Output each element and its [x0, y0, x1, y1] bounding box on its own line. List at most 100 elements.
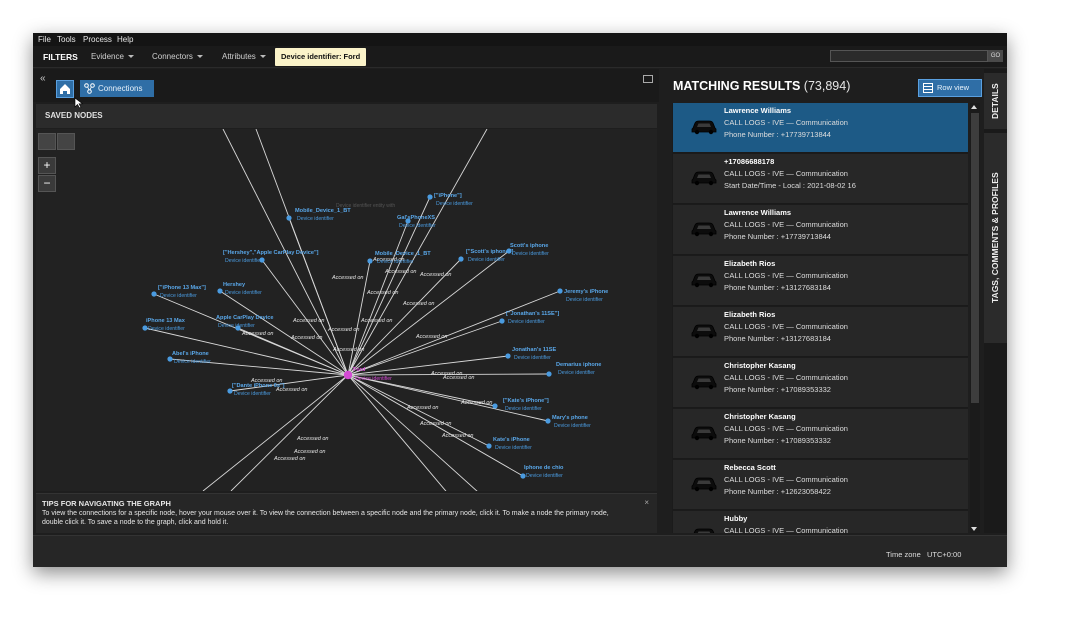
edge-label: Accessed on [275, 387, 308, 393]
collapse-left-icon[interactable]: « [40, 73, 46, 84]
graph-node [492, 403, 498, 409]
edge-label: Accessed on [293, 449, 326, 455]
expand-icon[interactable] [643, 75, 653, 83]
menu-help[interactable]: Help [117, 35, 134, 44]
node-sublabel: Device identifier [508, 319, 545, 325]
graph-edge [230, 374, 349, 491]
car-icon [691, 222, 717, 237]
scroll-thumb[interactable] [971, 113, 979, 403]
car-icon [691, 273, 717, 288]
graph-node [545, 418, 551, 424]
menu-process[interactable]: Process [83, 35, 112, 44]
evidence-dropdown[interactable]: Evidence [91, 52, 134, 61]
result-detail: Phone Number : +13127683184 [724, 334, 831, 343]
node-sublabel: Device identifier [218, 323, 255, 329]
connectors-dropdown-label: Connectors [152, 52, 193, 61]
results-count: (73,894) [803, 79, 851, 93]
car-icon [691, 477, 717, 492]
menu-tools[interactable]: Tools [57, 35, 76, 44]
menu-file[interactable]: File [38, 35, 51, 44]
node-sublabel: Device identifier [297, 216, 334, 222]
attributes-dropdown-label: Attributes [222, 52, 256, 61]
edge-label: Accessed on [406, 405, 439, 411]
scroll-down-icon[interactable] [971, 527, 977, 531]
filter-bar: FILTERS Evidence Connectors Attributes D… [33, 46, 1007, 68]
graph-edge [347, 196, 431, 376]
edge-label: Accessed on [419, 421, 452, 427]
node-label: ["Scott's iphone"] [466, 249, 513, 255]
row-view-dropdown[interactable]: Row view [918, 79, 982, 106]
node-label: Hershey [223, 282, 246, 288]
node-sublabel: Device identifier [505, 406, 542, 412]
go-button[interactable]: GO [988, 50, 1003, 62]
scroll-up-icon[interactable] [971, 105, 977, 109]
timezone-value: UTC+0:00 [927, 550, 962, 559]
graph-node [506, 248, 512, 254]
mouse-cursor-icon [74, 97, 84, 109]
graph-edge [347, 374, 490, 447]
graph-node [217, 288, 223, 294]
close-icon[interactable]: × [644, 498, 649, 507]
graph-node [235, 325, 241, 331]
node-sublabel: Device identifier [512, 251, 549, 257]
chevron-down-icon [259, 55, 266, 59]
menu-bar: File Tools Process Help [33, 33, 1007, 46]
graph-edge [347, 374, 447, 491]
node-label: Scott's iphone [510, 243, 548, 249]
node-sublabel: Device identifier [436, 201, 473, 207]
car-icon [693, 528, 715, 533]
network-graph[interactable]: Accessed on Accessed on Accessed on Accesse… [36, 129, 657, 491]
graph-node [427, 194, 433, 200]
home-button[interactable] [56, 80, 74, 98]
connectors-dropdown[interactable]: Connectors [152, 52, 203, 61]
node-label: Kate's iPhone [493, 437, 530, 443]
result-name: Christopher Kasang [724, 361, 796, 370]
node-label: Gal'sPhoneXS [397, 215, 435, 221]
zoom-out-button[interactable]: − [38, 175, 56, 192]
active-filter-chip[interactable]: Device identifier: Ford [275, 48, 367, 66]
search-input[interactable] [830, 50, 988, 62]
tab-tags-comments-profiles[interactable]: TAGS, COMMENTS & PROFILES [984, 133, 1007, 343]
graph-edge [202, 374, 349, 491]
car-icon [691, 426, 717, 441]
result-name: +17086688178 [724, 157, 775, 166]
node-label: ["iPhone 13 Max"] [158, 285, 206, 291]
attributes-dropdown[interactable]: Attributes [222, 52, 266, 61]
graph-edge [347, 220, 409, 376]
edge-label: Accessed on [442, 375, 475, 381]
tips-title: TIPS FOR NAVIGATING THE GRAPH [42, 499, 171, 508]
result-detail: Phone Number : +17739713844 [724, 232, 831, 241]
node-sublabel: Device identifier [554, 423, 591, 429]
graph-node [151, 291, 157, 297]
result-detail: Phone Number : +17089353332 [724, 436, 831, 445]
tab-details[interactable]: DETAILS [984, 73, 1007, 129]
edge-label: Accessed on [241, 331, 274, 337]
layout-button[interactable] [57, 133, 75, 150]
graph-node [259, 257, 265, 263]
evidence-dropdown-label: Evidence [91, 52, 124, 61]
chevron-down-icon [127, 55, 134, 59]
node-label: Mobile_Device_1_BT [295, 208, 351, 214]
car-icon [691, 120, 717, 135]
faint-edge-label: Device identifier entity with [336, 203, 395, 209]
results-scrollbar[interactable] [970, 103, 980, 533]
edge-label: Accessed on [296, 436, 329, 442]
edge-label: Accessed on [292, 318, 325, 324]
fit-view-button[interactable] [38, 133, 56, 150]
zoom-in-button[interactable]: + [38, 157, 56, 174]
connections-dropdown[interactable]: Connections [80, 80, 154, 108]
node-label: ["Dante iPhone 6s"] [232, 383, 285, 389]
car-icon [691, 171, 717, 186]
graph-edge [347, 374, 524, 477]
